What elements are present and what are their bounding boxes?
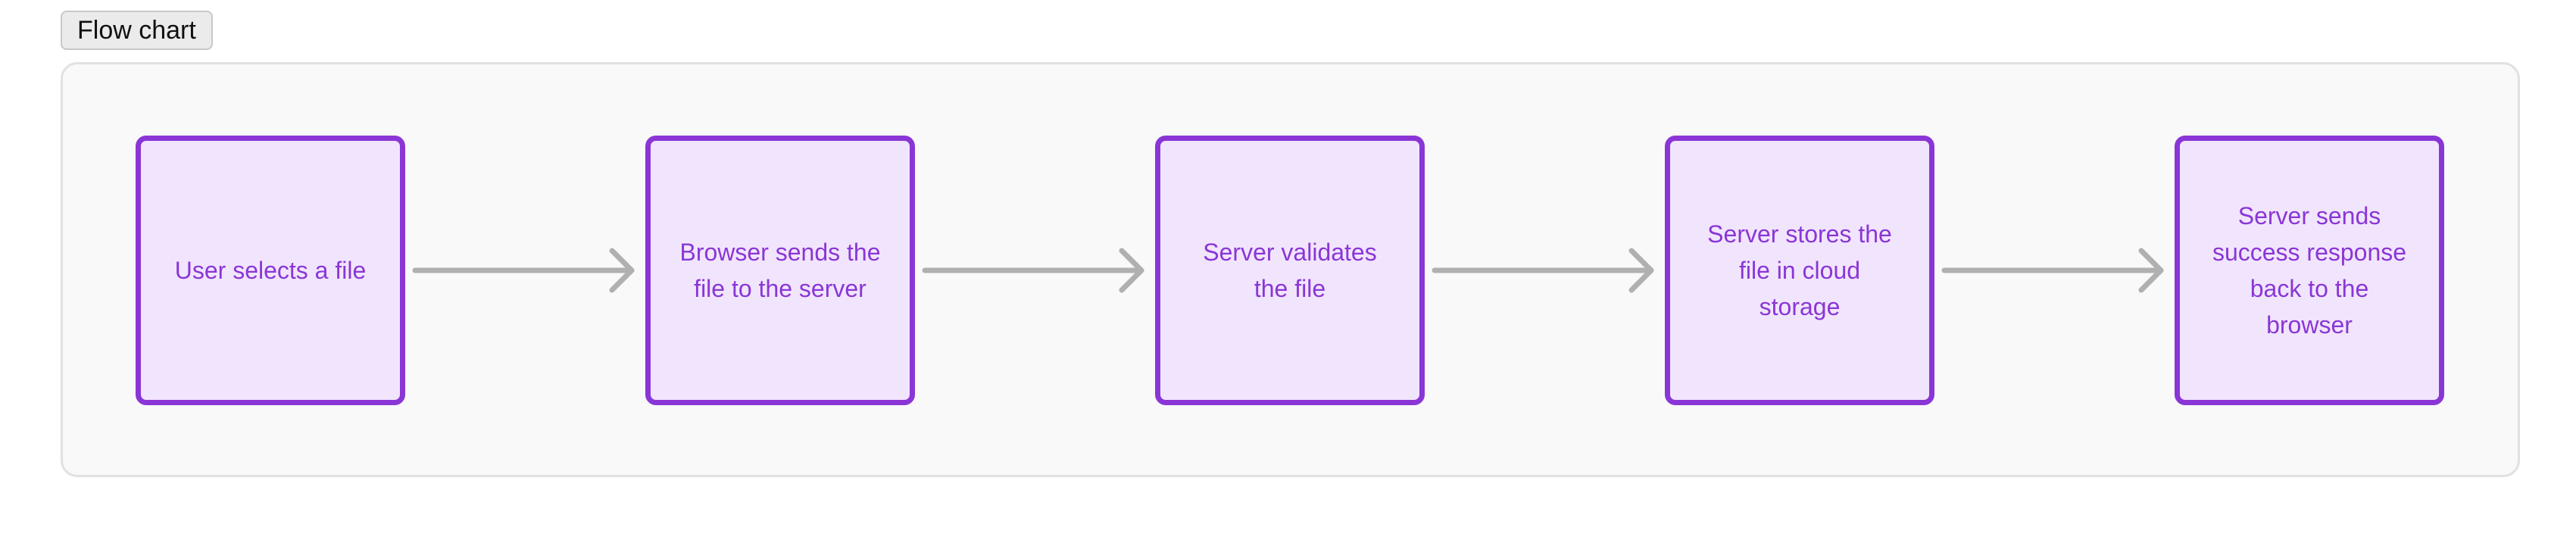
step-browser-sends-file[interactable]: Browser sends the file to the server [645,136,915,405]
step-server-validates-file[interactable]: Server validates the file [1155,136,1425,405]
step-server-stores-file[interactable]: Server stores the file in cloud storage [1665,136,1934,405]
step-server-sends-response[interactable]: Server sends success response back to th… [2175,136,2444,405]
flow-chart-tag[interactable]: Flow chart [61,11,213,50]
step-user-selects-file[interactable]: User selects a file [136,136,405,405]
